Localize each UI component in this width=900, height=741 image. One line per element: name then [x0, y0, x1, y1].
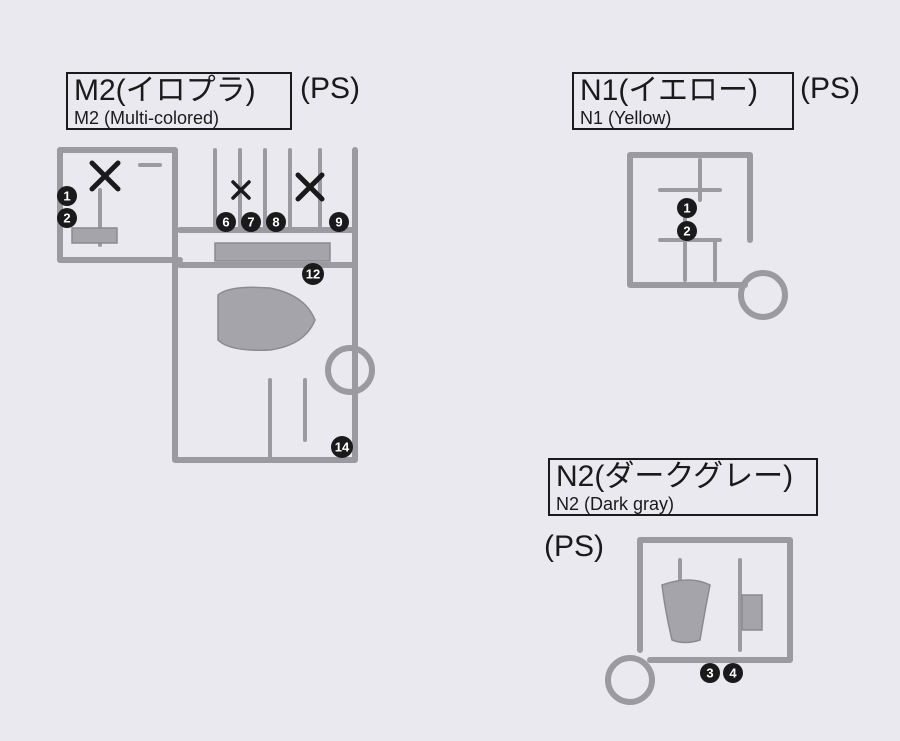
n1-label-box: N1(イエロー) N1 (Yellow) — [572, 72, 794, 130]
m2-cross-1b — [89, 160, 121, 192]
svg-text:2: 2 — [683, 224, 690, 239]
m2-marker-2: 2 — [57, 208, 77, 228]
n2-marker-4: 4 — [723, 663, 743, 683]
svg-text:7: 7 — [247, 215, 254, 230]
n1-label-jp: N1(イエロー) — [580, 74, 759, 107]
svg-text:12: 12 — [306, 267, 320, 282]
svg-text:9: 9 — [335, 215, 342, 230]
svg-text:6: 6 — [222, 215, 229, 230]
n1-runner: 1 2 — [627, 152, 788, 320]
m2-marker-9: 9 — [329, 212, 349, 232]
n2-part-small — [741, 594, 763, 631]
svg-text:3: 3 — [706, 666, 713, 681]
n1-material: (PS) — [800, 72, 860, 105]
n1-marker-1: 1 — [677, 198, 697, 218]
n1-label-en: N1 (Yellow) — [580, 108, 672, 128]
m2-marker-8: 8 — [266, 212, 286, 232]
m2-marker-7: 7 — [241, 212, 261, 232]
n1-marker-2: 2 — [677, 221, 697, 241]
n1-ring — [738, 270, 788, 320]
n2-label-en: N2 (Dark gray) — [556, 494, 675, 514]
m2-label-en: M2 (Multi-colored) — [74, 108, 220, 128]
svg-text:1: 1 — [63, 189, 70, 204]
n2-runner: 3 4 — [605, 537, 793, 705]
svg-text:1: 1 — [683, 201, 690, 216]
m2-marker-6: 6 — [216, 212, 236, 232]
m2-material: (PS) — [300, 72, 360, 105]
n2-ring — [605, 655, 655, 705]
m2-runner: 1 2 6 7 8 9 12 14 — [57, 147, 375, 463]
svg-text:4: 4 — [729, 666, 737, 681]
m2-cross-2b — [231, 180, 251, 200]
n2-material: (PS) — [544, 530, 604, 563]
m2-part-small — [71, 227, 118, 244]
svg-text:14: 14 — [335, 440, 350, 455]
n2-part-bow — [661, 579, 711, 644]
m2-marker-1: 1 — [57, 186, 77, 206]
svg-text:8: 8 — [272, 215, 279, 230]
n2-marker-3: 3 — [700, 663, 720, 683]
m2-label-box: M2(イロプラ) M2 (Multi-colored) — [66, 72, 292, 130]
m2-part-hull — [217, 286, 316, 352]
svg-text:2: 2 — [63, 211, 70, 226]
m2-label-jp: M2(イロプラ) — [74, 74, 256, 107]
m2-part-bar — [214, 242, 331, 262]
m2-marker-12: 12 — [302, 263, 324, 285]
m2-cross-3b — [295, 172, 325, 202]
n2-label-box: N2(ダークグレー) N2 (Dark gray) — [548, 458, 818, 516]
m2-ring — [325, 345, 375, 395]
m2-marker-14: 14 — [331, 436, 353, 458]
n2-label-jp: N2(ダークグレー) — [556, 460, 794, 493]
